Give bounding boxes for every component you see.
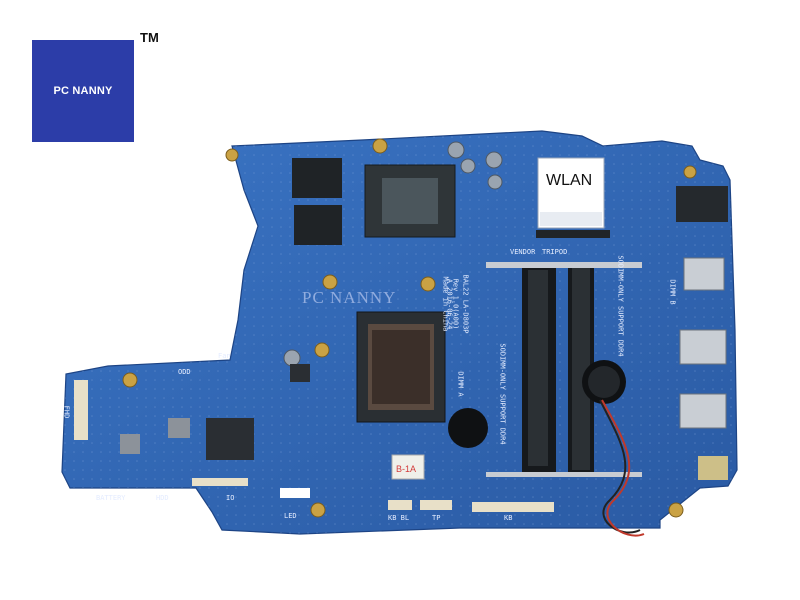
audio-jack [698, 456, 728, 480]
wlan-label: WLAN [546, 172, 593, 189]
svg-text:B-1A: B-1A [396, 464, 416, 474]
usb-port-1 [679, 329, 727, 365]
logo-text: PC NANNY [53, 85, 113, 97]
sodimm-a-label: SODIMM-ONLY SUPPORT DDR4 [498, 343, 507, 445]
kb-label: KB [504, 514, 513, 522]
io-label: IO [226, 494, 235, 502]
led-label: LED [284, 512, 297, 520]
hdd-label: HDD [156, 494, 169, 502]
ethernet-port [676, 186, 728, 222]
tp-label: TP [432, 514, 441, 522]
kb-bl-label: KB BL [388, 514, 410, 522]
watermark-text: PC NANNY [302, 288, 397, 307]
model-line-1: BAL22 LA-D803P [461, 274, 470, 334]
fhd-label: FHD [62, 405, 71, 419]
logo-block: PC NANNY [32, 40, 134, 142]
vendor-label: VENDOR [510, 248, 536, 256]
fan-label: Fan [218, 352, 231, 360]
hdmi-port [683, 257, 725, 291]
speaker-connector [448, 408, 488, 448]
model-line-4: Made in China [441, 276, 450, 332]
trademark-mark: TM [140, 30, 159, 45]
tripod-label: TRIPOD [542, 248, 568, 256]
usb-port-2 [679, 393, 727, 429]
battery-label: BATTERY [96, 494, 126, 502]
dimm-b-label: DIMM B [668, 279, 677, 305]
odd-label: ODD [178, 368, 191, 376]
sodimm-b-label: SODIMM-ONLY SUPPORT DDR4 [616, 255, 625, 357]
dimm-a-label: DIMM A [456, 371, 465, 397]
